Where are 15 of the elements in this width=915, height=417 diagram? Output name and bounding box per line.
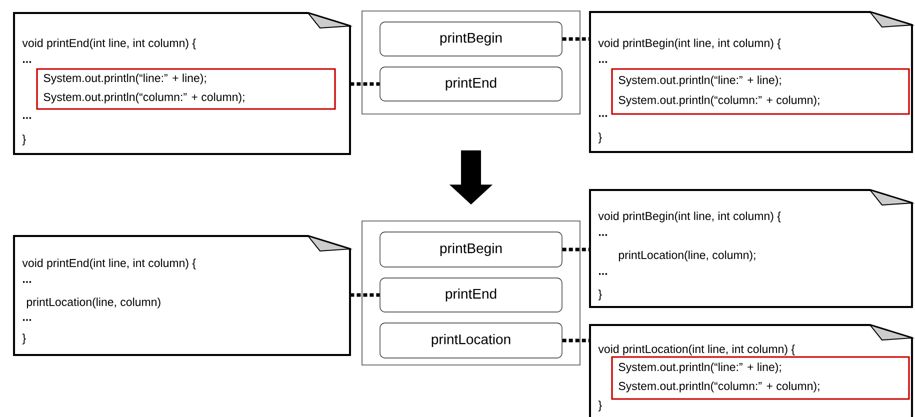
- highlight-box: System.out.println(“line:” + line); System.out.println(“column:” + column);: [36, 68, 336, 110]
- function-box: printBegin: [380, 232, 562, 268]
- dotted-connector: [350, 82, 380, 86]
- container-box: [362, 220, 580, 366]
- function-box: printEnd: [380, 278, 562, 312]
- dotted-connector: [562, 37, 590, 41]
- function-box: printBegin: [380, 22, 562, 56]
- function-box: printLocation: [380, 322, 562, 358]
- container-box: [362, 10, 580, 114]
- function-box: printEnd: [380, 66, 562, 102]
- highlight-box: System.out.println(“line:” + line); System.out.println(“column:” + column);: [611, 68, 910, 115]
- dotted-connector: [562, 338, 590, 342]
- dotted-connector: [350, 293, 380, 297]
- highlight-box: System.out.println(“line:” + line); System.out.println(“column:” + column);: [611, 356, 910, 400]
- dotted-connector: [562, 248, 590, 252]
